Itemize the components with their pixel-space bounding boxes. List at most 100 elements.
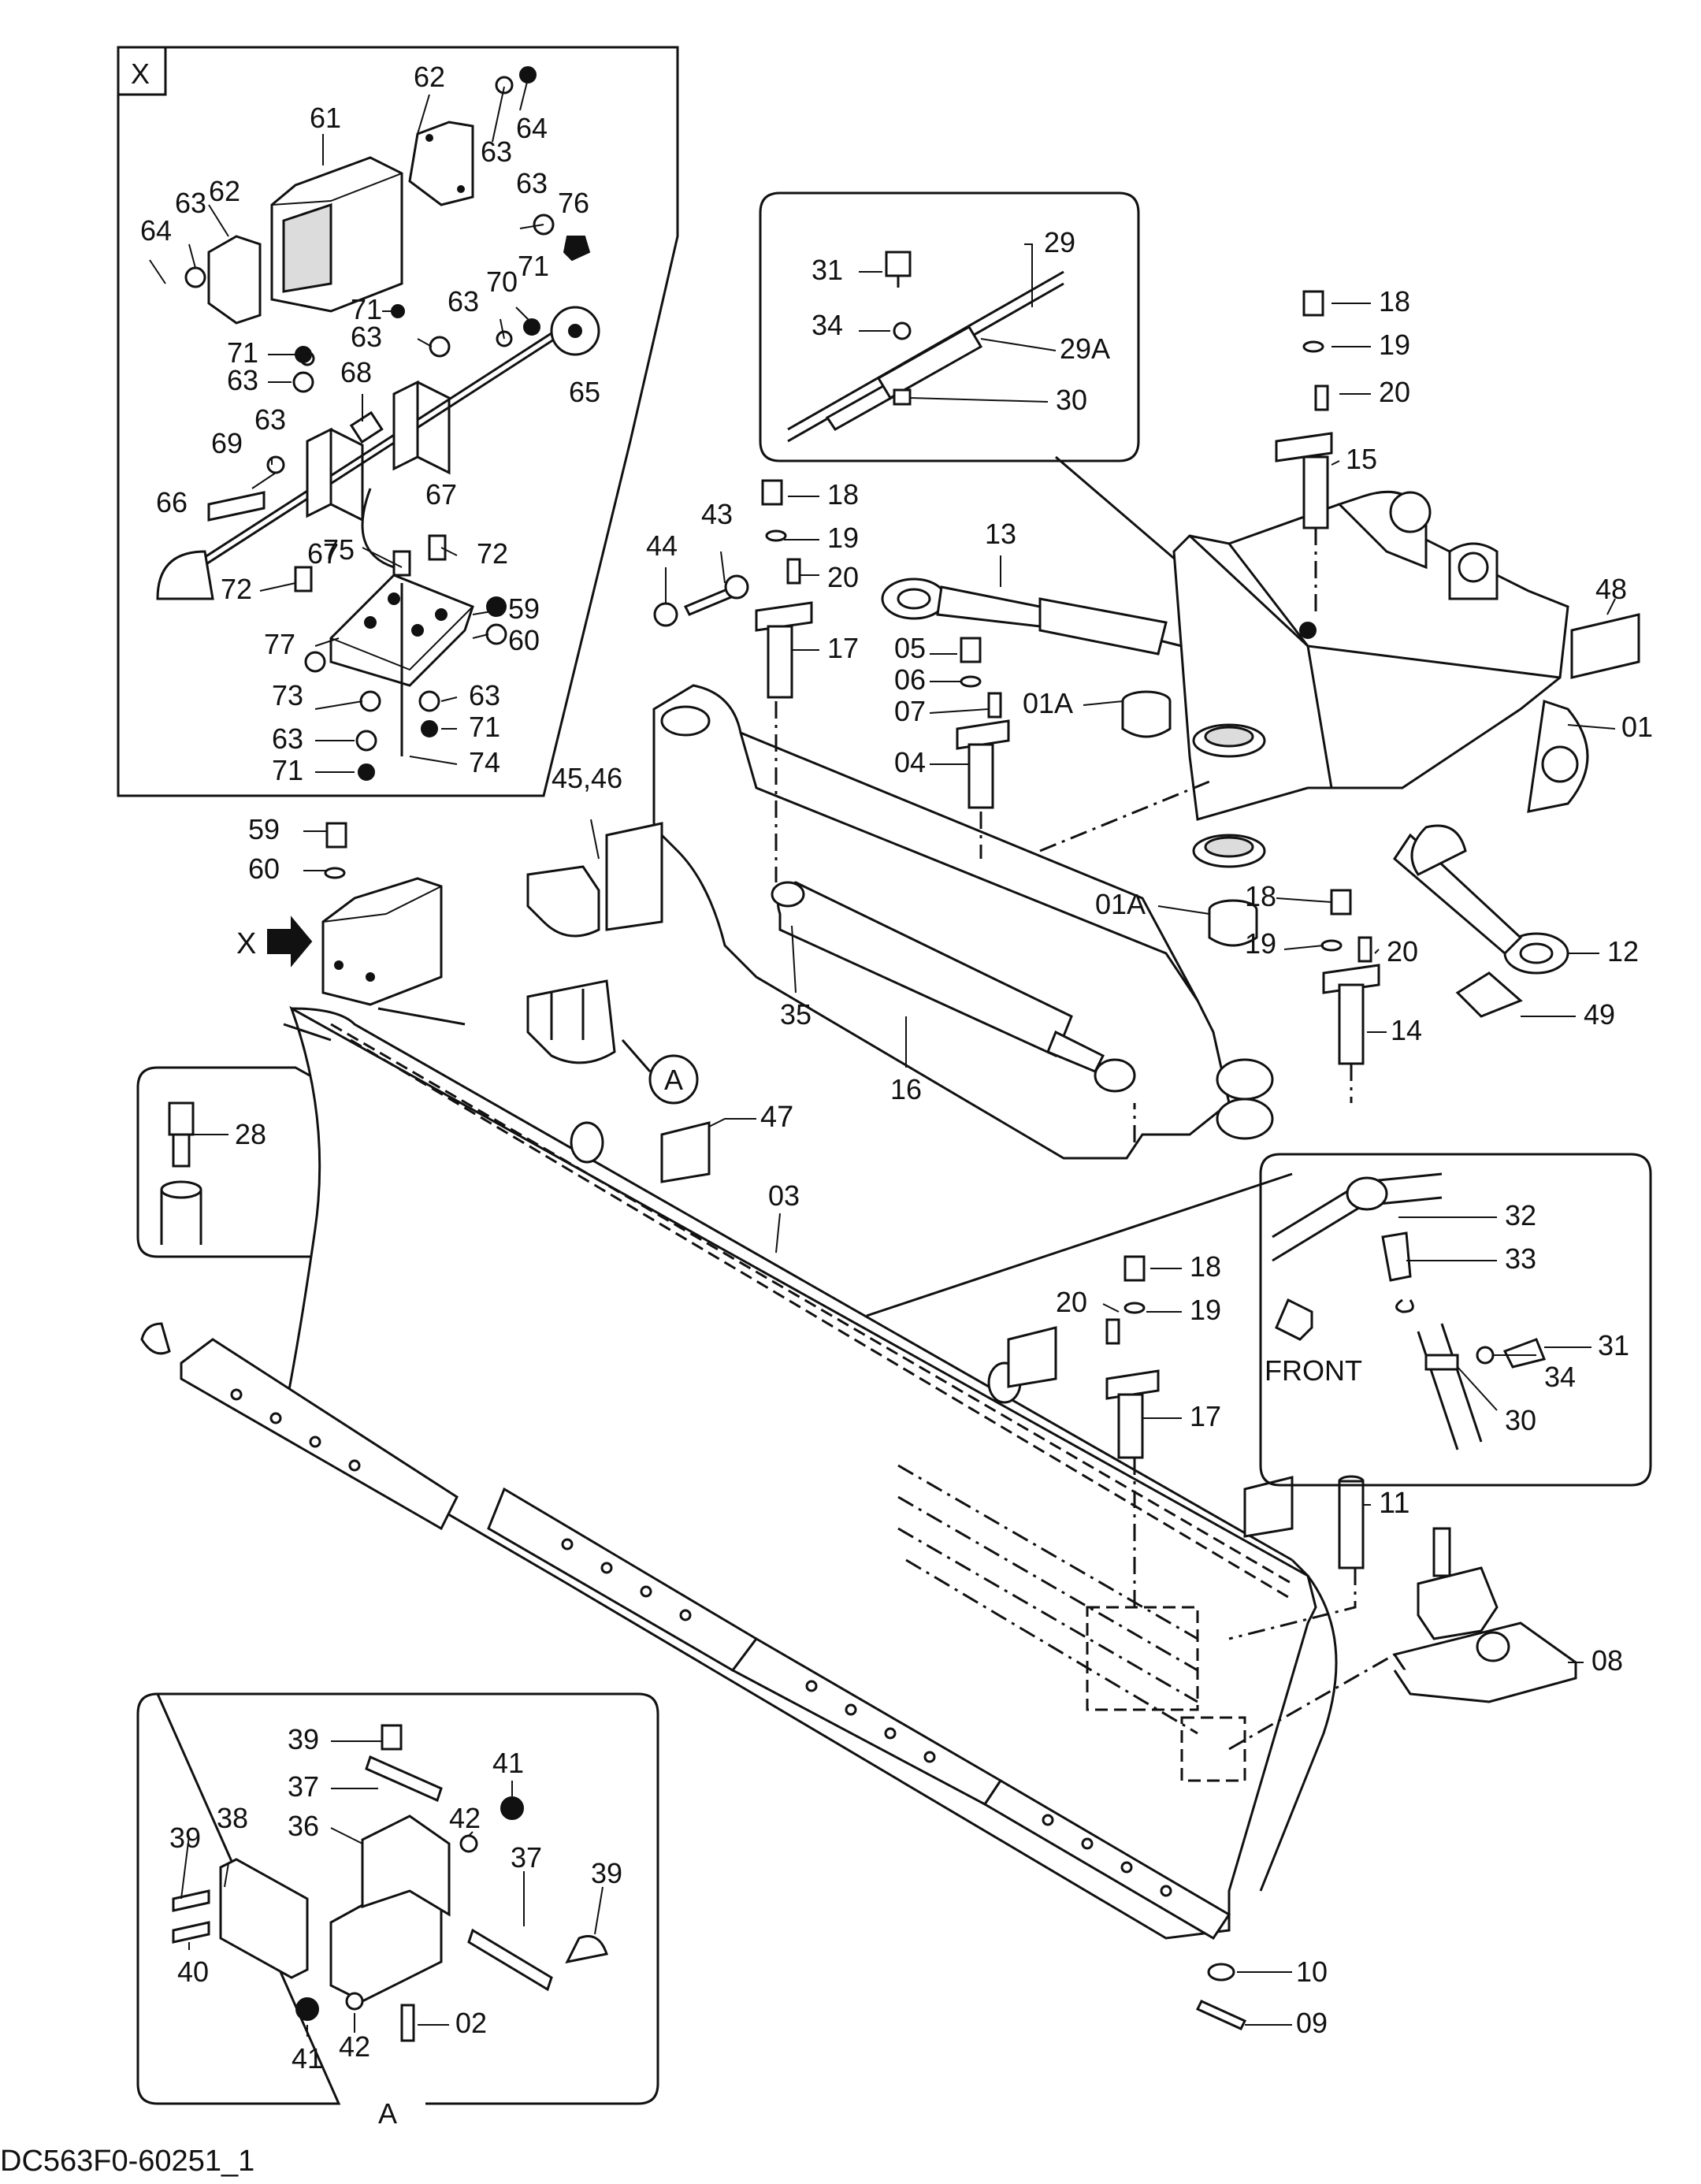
callout-label: 37 xyxy=(511,1841,542,1874)
pin-assembly-15 xyxy=(1275,290,1333,529)
callout-label: 59 xyxy=(508,592,540,625)
callout-label: 01A xyxy=(1023,687,1073,719)
callout-label: 63 xyxy=(227,364,258,396)
callout-label: 63 xyxy=(481,136,512,168)
callout-label: 41 xyxy=(492,1747,524,1779)
callout-label: 31 xyxy=(812,254,843,286)
callout-label: 63 xyxy=(272,722,303,755)
callout-label: 59 xyxy=(248,813,280,845)
callout-label: 60 xyxy=(248,852,280,885)
pin-assembly-14 xyxy=(1320,889,1380,1065)
callout-label: 48 xyxy=(1595,573,1627,605)
callout-label: 20 xyxy=(1379,376,1410,408)
detail-x-title: X xyxy=(131,58,150,90)
bushing-01a-upper xyxy=(1121,690,1172,738)
callout-label: 06 xyxy=(894,663,926,696)
callout-label: 19 xyxy=(1379,329,1410,361)
detail-x-frame: X xyxy=(117,46,679,797)
small-hardware-x xyxy=(184,66,591,781)
control-box-main xyxy=(321,822,443,1006)
cutting-edge-right xyxy=(730,1637,1231,1941)
callout-label: 08 xyxy=(1591,1644,1623,1677)
callout-label: 42 xyxy=(339,2030,370,2063)
callout-label: 15 xyxy=(1346,443,1377,475)
detail-front-frame: FRONT xyxy=(866,1153,1652,1487)
callout-label: 39 xyxy=(169,1822,201,1854)
callout-labels: 61 62 63 64 62 63 64 63 76 71 63 70 71 7… xyxy=(140,61,1653,2074)
callout-label: 18 xyxy=(827,478,859,511)
adjuster-08 xyxy=(1392,1527,1579,1703)
lifting-eyes xyxy=(570,1121,1294,1538)
bracket-view-a xyxy=(526,979,616,1064)
view-marker-a: A xyxy=(621,1039,699,1105)
nut-10-pin-09 xyxy=(1195,1963,1247,2030)
callout-label: 20 xyxy=(827,561,859,593)
terminal-board xyxy=(329,488,474,756)
view-marker-x: X xyxy=(236,916,313,968)
callout-label: 71 xyxy=(351,293,382,325)
callout-label: 60 xyxy=(508,624,540,656)
callout-label: 73 xyxy=(272,679,303,711)
plate-48 xyxy=(1570,613,1640,679)
callout-label: 20 xyxy=(1056,1286,1087,1318)
front-label: FRONT xyxy=(1265,1354,1362,1387)
callout-label: 72 xyxy=(477,537,508,570)
callout-label: 71 xyxy=(272,754,303,786)
hydraulic-cylinder-16 xyxy=(771,881,1136,1093)
pin-assembly-17-lower xyxy=(1105,1255,1160,1459)
callout-label: 30 xyxy=(1505,1404,1536,1436)
callout-label: 38 xyxy=(217,1802,248,1834)
callout-label: 44 xyxy=(646,529,678,562)
callout-label: 43 xyxy=(701,498,733,530)
callout-label: 32 xyxy=(1505,1199,1536,1231)
callout-label: 17 xyxy=(1190,1400,1221,1432)
callout-label: 19 xyxy=(1190,1294,1221,1326)
bolt-43 xyxy=(653,574,749,627)
callout-label: 10 xyxy=(1296,1956,1328,1988)
callout-label: 29A xyxy=(1060,332,1110,365)
bushing-01a-lower xyxy=(1208,899,1258,947)
callout-label: 67 xyxy=(307,537,339,570)
callout-label: 01A xyxy=(1095,888,1146,920)
detail-a-title: A xyxy=(378,2097,397,2130)
bracket-pair xyxy=(306,380,451,522)
callout-label: 39 xyxy=(288,1723,319,1755)
callout-label: 31 xyxy=(1598,1329,1629,1361)
callout-label: 76 xyxy=(558,187,589,219)
callout-label: 74 xyxy=(469,746,500,778)
callout-label: 02 xyxy=(455,2007,487,2039)
callout-label: 77 xyxy=(264,628,295,660)
callout-label: 04 xyxy=(894,746,926,778)
hydraulic-cylinder-12 xyxy=(1393,824,1569,975)
callout-label: 29 xyxy=(1044,226,1075,258)
callout-label: 35 xyxy=(780,998,812,1031)
callout-label: 75 xyxy=(323,533,355,566)
callout-label: 34 xyxy=(812,309,843,341)
indicator-lamp-assembly xyxy=(156,306,600,600)
callout-label: 63 xyxy=(448,285,479,318)
drawing-id: DC563F0-60251_1 xyxy=(0,2145,254,2178)
callout-label: 17 xyxy=(827,632,859,664)
callout-label: 69 xyxy=(211,427,243,459)
callout-label: 34 xyxy=(1544,1361,1576,1393)
callout-label: 14 xyxy=(1391,1014,1422,1046)
dozer-blade xyxy=(282,1005,1338,1940)
callout-label: 03 xyxy=(768,1179,800,1212)
callout-label: 33 xyxy=(1505,1242,1536,1275)
detail-a-frame: A xyxy=(136,1692,659,2130)
callout-label: 19 xyxy=(1245,927,1276,960)
cutting-edge-left xyxy=(180,1338,759,1672)
callout-label: 20 xyxy=(1387,935,1418,968)
hydraulic-cylinder-13 xyxy=(881,578,1168,656)
callout-label: 63 xyxy=(175,187,206,219)
pin-assembly-17-upper xyxy=(755,479,813,699)
callout-label: 61 xyxy=(310,102,341,134)
view-x-label: X xyxy=(236,927,256,960)
callout-label: 18 xyxy=(1379,285,1410,318)
callout-label: 07 xyxy=(894,695,926,727)
callout-label: 11 xyxy=(1379,1487,1409,1520)
pin-assembly-04 xyxy=(956,637,1010,809)
callout-label: 63 xyxy=(516,167,548,199)
plow-bolt-left xyxy=(140,1322,171,1355)
callout-label: 01 xyxy=(1621,711,1653,743)
